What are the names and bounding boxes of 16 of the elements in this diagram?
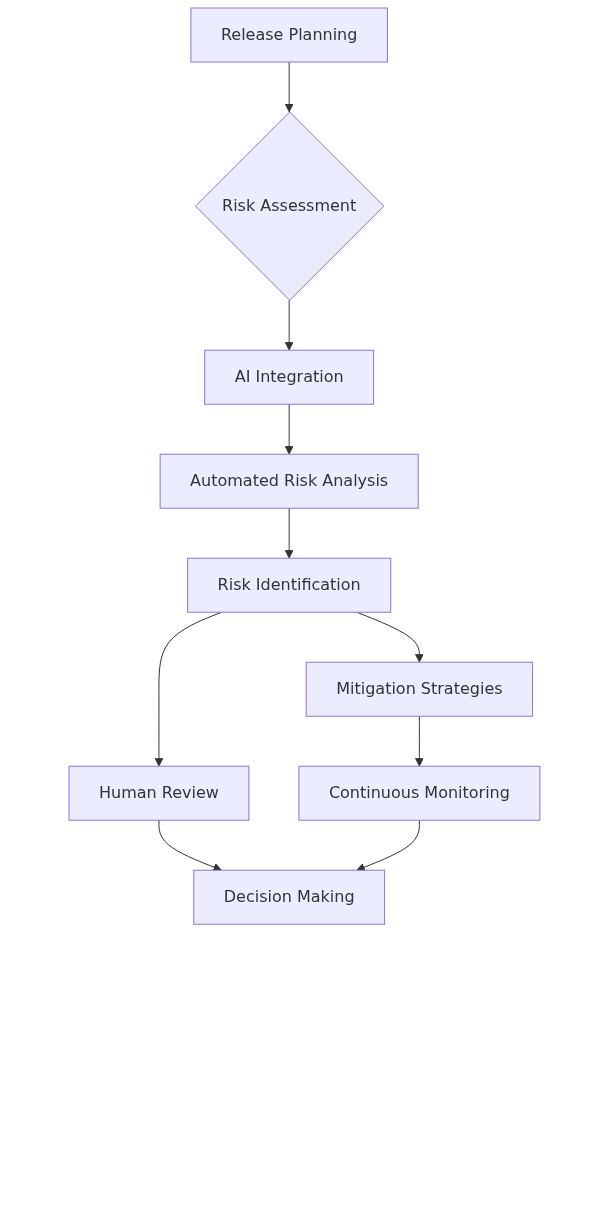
node-box: Human Review xyxy=(68,765,249,821)
arrow xyxy=(284,299,294,351)
arrow xyxy=(158,819,222,872)
node-box: AI Integration xyxy=(203,349,374,405)
arrow xyxy=(284,61,294,113)
node-box: Decision Making xyxy=(192,869,385,925)
node-diamond: Risk Assessment xyxy=(194,111,384,301)
node-box: Continuous Monitoring xyxy=(297,765,540,821)
arrow xyxy=(284,507,294,559)
node-box: Automated Risk Analysis xyxy=(159,453,419,509)
arrow xyxy=(355,819,420,872)
arrow xyxy=(414,715,424,767)
node-box: Mitigation Strategies xyxy=(305,661,533,717)
arrow xyxy=(284,403,294,455)
node-box: Risk Identification xyxy=(186,557,391,613)
node-box: Release Planning xyxy=(189,7,388,63)
